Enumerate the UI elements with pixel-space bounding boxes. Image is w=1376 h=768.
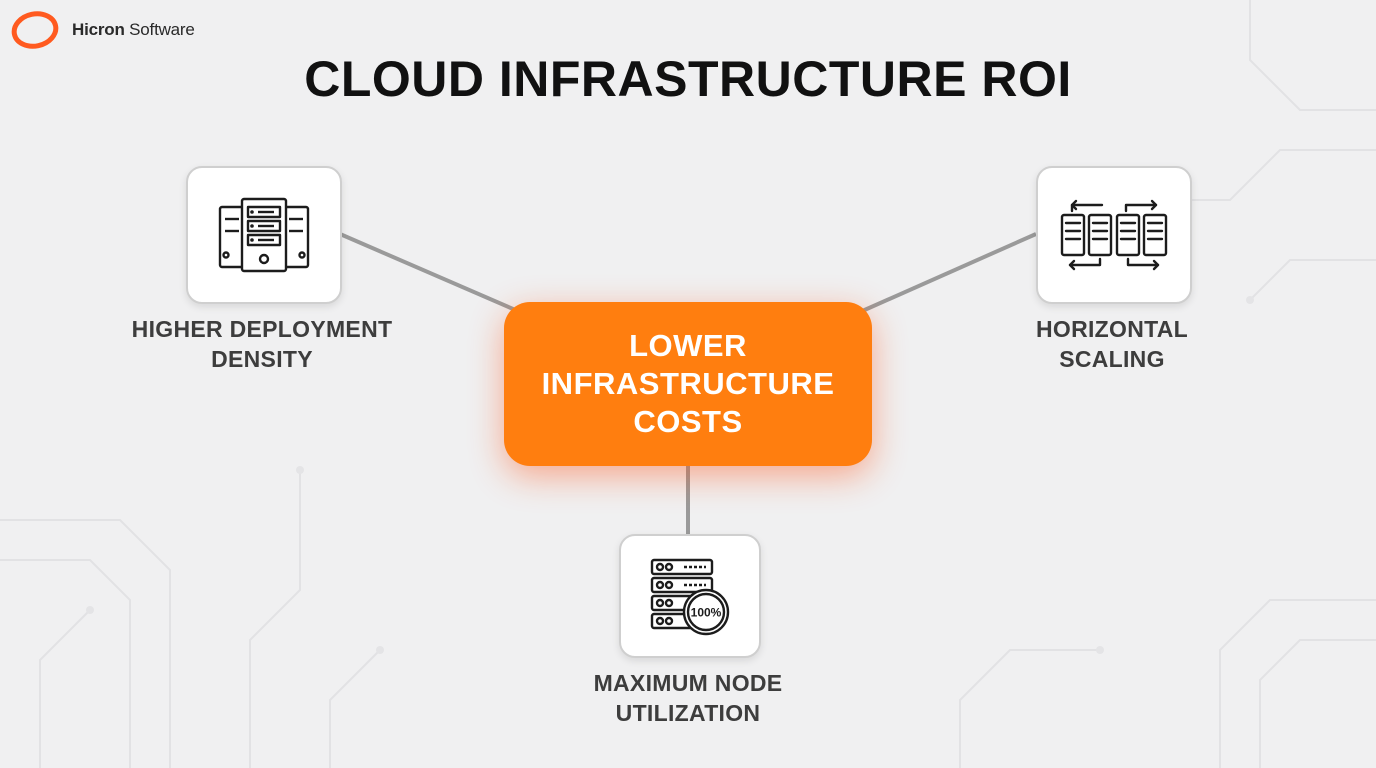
center-node-label: LOWER INFRASTRUCTURE COSTS xyxy=(541,328,835,439)
connector-left xyxy=(339,232,521,314)
brand-logo: Hicron Software xyxy=(10,10,195,50)
node-bottom-label: MAXIMUM NODE UTILIZATION xyxy=(593,670,783,726)
node-left-card xyxy=(186,166,342,304)
server-stack-100-percent-icon: 100% xyxy=(650,558,730,636)
horizontal-scaling-servers-icon xyxy=(1060,199,1168,271)
connector-right xyxy=(859,232,1037,314)
node-bottom-card: 100% xyxy=(619,534,761,658)
utilization-badge-text: 100% xyxy=(691,606,722,620)
node-left-label: HIGHER DEPLOYMENT DENSITY xyxy=(131,316,393,372)
brand-name: Hicron Software xyxy=(72,20,195,39)
center-node: LOWER INFRASTRUCTURE COSTS xyxy=(504,302,872,466)
page-title: CLOUD INFRASTRUCTURE ROI xyxy=(304,51,1072,107)
node-right-label: HORIZONTAL SCALING xyxy=(1035,316,1189,372)
hicron-logo-icon xyxy=(11,11,59,49)
server-rack-cluster-icon xyxy=(218,197,310,273)
node-right-card xyxy=(1036,166,1192,304)
